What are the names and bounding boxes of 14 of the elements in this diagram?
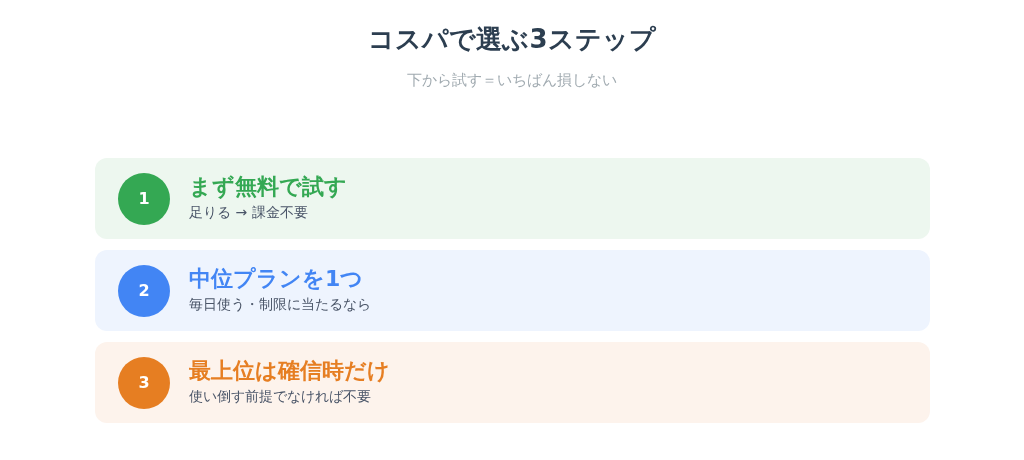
step-description: 使い倒す前提でなければ不要 [189,387,371,406]
subtitle: 下から試す＝いちばん損しない [407,71,617,89]
step-card [95,342,930,423]
step-description: 毎日使う・制限に当たるなら [189,295,371,314]
step-heading: 中位プランを1つ [189,265,364,293]
step-heading: まず無料で試す [189,173,347,201]
step-number-circle: 1 [118,173,170,225]
step-heading: 最上位は確信時だけ [189,357,390,385]
step-number-circle: 2 [118,265,170,317]
diagram-title: コスパで選ぶ3ステップ [368,24,656,54]
step-card [95,250,930,331]
step-card [95,158,930,239]
step-description: 足りる → 課金不要 [189,203,308,222]
step-number-circle: 3 [118,357,170,409]
